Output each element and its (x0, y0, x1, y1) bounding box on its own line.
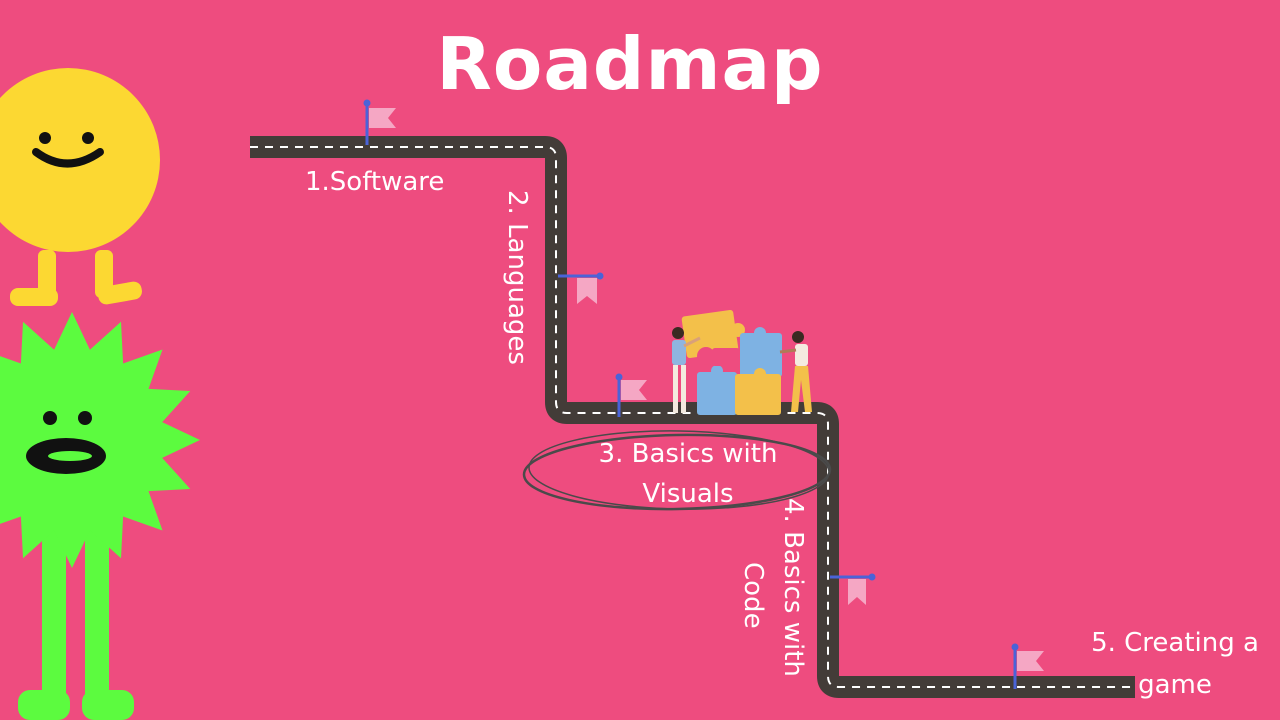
puzzle-team-illustration (672, 309, 812, 415)
step-2-label: 2. Languages (502, 190, 532, 365)
road-path (250, 136, 1135, 698)
flag-icon (615, 373, 647, 417)
step-5-label: 5. Creating a game (1091, 628, 1259, 700)
step-4-label: 4. Basics with (778, 498, 808, 677)
step-1-label: 1.Software (305, 167, 445, 197)
flag-icon (558, 272, 604, 304)
step-4-label-line2: Code (738, 562, 768, 629)
flag-icon (1011, 643, 1044, 689)
smiley-sun-character (0, 68, 160, 306)
green-burst-character (0, 312, 200, 720)
highlight-circle (522, 430, 832, 511)
page-title: Roadmap (436, 22, 824, 106)
step-3-label: 3. Basics with Visuals (598, 439, 778, 509)
flag-icon (830, 573, 876, 605)
flag-icon (363, 99, 396, 145)
